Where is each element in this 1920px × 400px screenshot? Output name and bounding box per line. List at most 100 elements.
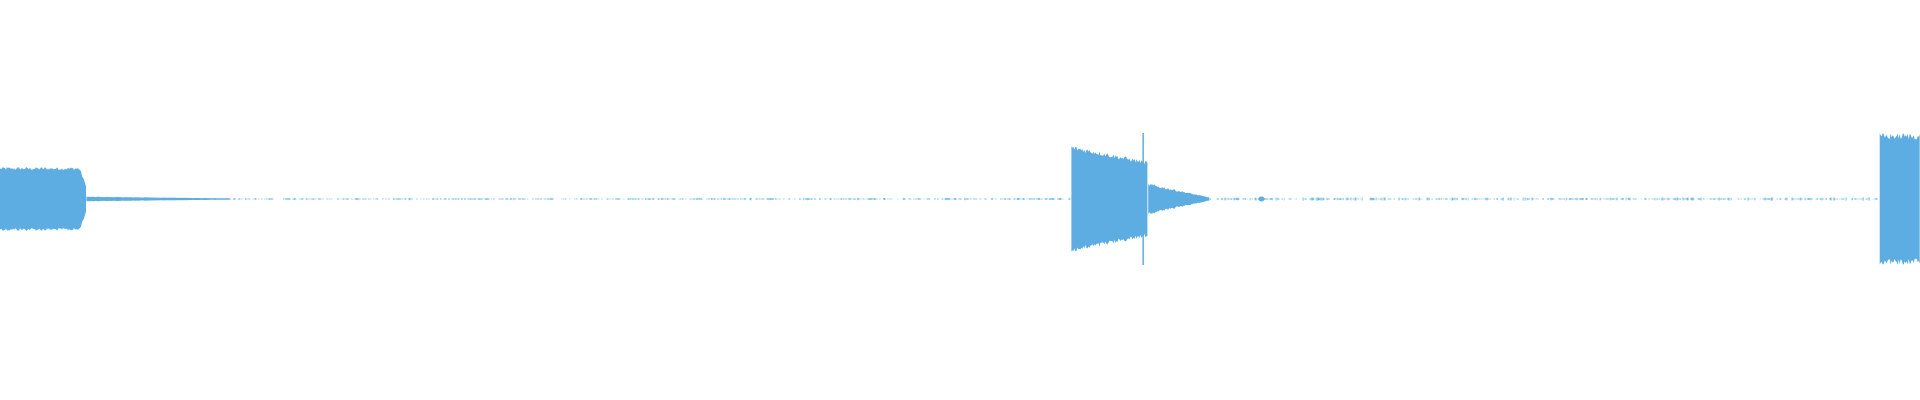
waveform-sample — [740, 198, 742, 200]
waveform-sample — [836, 198, 838, 200]
waveform-sample — [538, 198, 540, 200]
waveform-sample — [1581, 197, 1583, 201]
waveform-sample — [814, 198, 816, 200]
waveform-sample — [457, 198, 459, 200]
waveform-sample — [1679, 198, 1681, 200]
waveform-sample — [984, 198, 986, 200]
waveform-sample — [1339, 198, 1341, 200]
waveform-sample — [1220, 198, 1222, 200]
waveform-sample — [1749, 198, 1751, 200]
waveform-sample — [428, 198, 430, 200]
waveform-sample — [1664, 198, 1666, 200]
waveform-sample — [1858, 198, 1860, 200]
waveform-sample — [1000, 198, 1002, 200]
waveform-sample — [1283, 197, 1285, 201]
waveform-sample — [1522, 197, 1524, 201]
waveform-sample — [1606, 198, 1608, 200]
waveform-sample — [1322, 197, 1324, 201]
waveform-sample — [1684, 198, 1686, 200]
waveform-sample — [937, 197, 939, 201]
waveform-sample — [1383, 197, 1385, 201]
waveform-sample — [1060, 198, 1062, 200]
waveform-sample — [1371, 198, 1373, 200]
waveform-sample — [745, 198, 747, 200]
waveform-sample — [1486, 197, 1488, 201]
waveform-sample — [1710, 198, 1712, 200]
waveform-sample — [1398, 197, 1400, 201]
waveform-sample — [1767, 198, 1769, 200]
waveform-sample — [1482, 198, 1484, 200]
waveform-sample — [947, 197, 949, 201]
waveform-sample — [949, 198, 951, 200]
waveform-sample — [420, 198, 422, 200]
waveform-sample — [293, 198, 295, 200]
waveform-sample — [1668, 198, 1670, 200]
waveform-sample — [884, 198, 886, 200]
waveform-sample — [685, 198, 687, 200]
waveform-sample — [1625, 197, 1627, 201]
waveform-sample — [1574, 198, 1576, 200]
waveform-sample — [807, 197, 809, 201]
waveform-sample — [327, 198, 329, 200]
waveform-sample — [1830, 197, 1832, 201]
waveform-sample — [762, 198, 764, 200]
waveform-sample — [535, 198, 537, 200]
waveform-sample — [1613, 198, 1615, 200]
waveform-sample — [697, 198, 699, 200]
waveform-sample — [519, 198, 521, 200]
waveform-sample — [1820, 198, 1822, 200]
waveform-sample — [593, 198, 595, 200]
waveform-sample — [576, 198, 578, 200]
waveform-sample — [805, 198, 807, 200]
waveform-sample — [1462, 198, 1464, 200]
waveform-sample — [249, 198, 251, 200]
waveform-sample — [868, 198, 870, 201]
waveform-sample — [405, 198, 407, 200]
waveform-sample — [1030, 198, 1032, 200]
waveform-sample — [749, 197, 751, 201]
waveform-sample — [617, 197, 619, 201]
waveform-sample — [779, 198, 781, 200]
waveform-sample — [1017, 197, 1019, 200]
waveform-sample — [1776, 198, 1778, 200]
waveform-sample — [1633, 198, 1635, 200]
waveform-sample — [1453, 198, 1455, 200]
waveform-sample — [1699, 198, 1701, 200]
waveform-sample — [1004, 198, 1006, 200]
waveform-sample — [672, 198, 674, 200]
waveform-sample — [759, 198, 761, 200]
waveform-sample — [1513, 197, 1515, 201]
waveform-sample — [488, 198, 490, 200]
waveform-sample — [368, 197, 370, 200]
waveform-sample — [1445, 198, 1447, 200]
waveform-sample — [1375, 197, 1377, 201]
waveform-sample — [248, 198, 250, 200]
waveform-sample — [452, 198, 454, 200]
waveform-sample — [239, 198, 241, 200]
waveform-sample — [351, 198, 353, 200]
waveform-sample — [706, 198, 708, 200]
waveform-sample — [583, 198, 585, 200]
waveform-sample — [944, 198, 946, 200]
waveform-sparse-2 — [1209, 197, 1878, 201]
waveform-sample — [1032, 198, 1034, 200]
waveform-sample — [443, 198, 445, 200]
waveform-sample — [1811, 198, 1813, 200]
waveform-sample — [855, 198, 857, 200]
waveform-sample — [399, 198, 401, 200]
waveform-sample — [1585, 198, 1587, 200]
waveform-burst-1 — [0, 167, 86, 231]
waveform-sample — [1702, 198, 1704, 200]
waveform-sample — [1843, 198, 1845, 200]
waveform-sample — [1674, 197, 1676, 201]
waveform-sample — [1233, 197, 1235, 201]
waveform-sample — [1217, 198, 1219, 200]
waveform-sample — [770, 197, 772, 200]
waveform-sample — [1553, 198, 1555, 200]
waveform-sample — [1676, 197, 1678, 201]
waveform-sample — [1792, 198, 1794, 200]
waveform-sample — [499, 198, 501, 200]
waveform-sample — [1387, 198, 1389, 200]
waveform-sample — [1635, 198, 1637, 200]
